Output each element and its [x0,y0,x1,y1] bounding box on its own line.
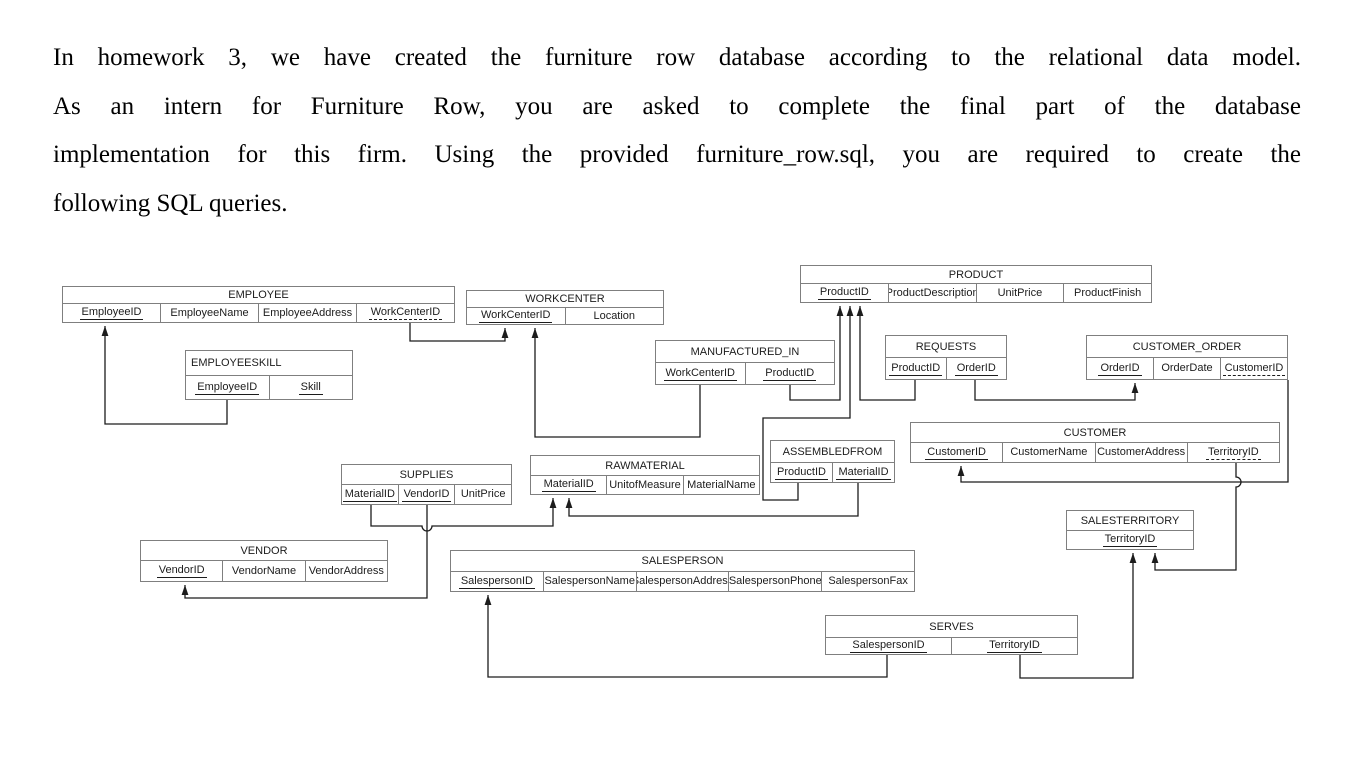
table-columns-row: WorkCenterID ProductID [656,363,834,384]
table-title: CUSTOMER [911,423,1279,443]
table-title: REQUESTS [886,336,1006,358]
column-salespersonaddress: SalespersonAddress [637,572,730,591]
table-columns-row: SalespersonID TerritoryID [826,638,1077,654]
column-productid: ProductID [771,463,833,482]
table-title: VENDOR [141,541,387,561]
intro-paragraph: In homework 3, we have created the furni… [53,34,1301,228]
column-unitprice: UnitPrice [460,488,506,500]
table-columns-row: TerritoryID [1067,531,1193,549]
table-title: EMPLOYEESKILL [186,351,352,376]
column-salespersonname: SalespersonName [544,572,637,591]
table-title: ASSEMBLEDFROM [771,441,894,463]
column-vendorid: VendorID [141,561,224,581]
relationship-requests-orderid-to-customer_order-orderid [974,380,1139,401]
column-territoryid: TerritoryID [1206,445,1261,460]
table-title: RAWMATERIAL [531,456,759,476]
intro-line: following SQL queries. [53,189,288,217]
column-customername: CustomerName [1003,443,1096,462]
column-productfinish: ProductFinish [1073,286,1142,299]
column-skill: Skill [298,380,323,395]
table-title: SUPPLIES [342,465,511,485]
column-materialname: MaterialName [687,478,756,491]
column-orderid: OrderID [954,361,998,376]
column-employeename: EmployeeName [161,304,259,322]
table-title: SALESPERSON [451,551,914,572]
table-title: SERVES [826,616,1077,638]
column-customerid: CustomerID [911,443,1004,462]
column-orderid: OrderID [1087,358,1154,379]
column-employeeaddress: EmployeeAddress [259,304,357,322]
table-columns-row: WorkCenterID Location [467,308,663,324]
column-salespersonid: SalespersonID [826,638,952,654]
column-salespersonfax: SalespersonFax [828,575,908,587]
intro-line: As an intern for Furniture Row, you are … [53,92,1301,120]
column-customeraddress: CustomerAddress [1096,443,1188,462]
table-title: WORKCENTER [467,291,663,308]
column-employeeid: EmployeeID [186,376,270,399]
table-title: EMPLOYEE [63,287,454,304]
column-workcenterid: WorkCenterID [656,363,746,384]
table-columns-row: EmployeeID Skill [186,376,352,399]
column-productid: ProductID [801,284,889,302]
column-workcenterid: WorkCenterID [368,306,443,320]
column-territoryid: TerritoryID [987,639,1042,653]
column-employeeid: EmployeeID [63,304,161,322]
column-customerid: CustomerID [1222,361,1286,376]
column-productid: ProductID [763,366,817,381]
column-vendorname: VendorName [223,561,306,581]
table-title: SALESTERRITORY [1067,511,1193,531]
column-orderdate: OrderDate [1154,358,1221,379]
column-vendoraddress: VendorAddress [308,564,384,577]
intro-line: In homework 3, we have created the furni… [53,44,1301,71]
column-location: Location [593,309,636,322]
column-unitprice: UnitPrice [977,284,1065,302]
table-title: PRODUCT [801,266,1151,284]
intro-line: implementation for this firm. Using the … [53,141,1301,168]
column-materialid: MaterialID [531,476,608,494]
column-unitofmeasure: UnitofMeasure [607,476,684,494]
column-workcenterid: WorkCenterID [467,308,566,324]
column-productdescription: ProductDescription [889,284,977,302]
column-productid: ProductID [886,358,947,379]
column-materialid: MaterialID [342,485,399,504]
table-title: MANUFACTURED_IN [656,341,834,363]
column-salespersonid: SalespersonID [451,572,544,591]
column-salespersonphone: SalespersonPhone [729,572,823,591]
table-columns-row: ProductID OrderID [886,358,1006,379]
column-materialid: MaterialID [836,465,891,480]
column-territoryid: TerritoryID [1102,533,1158,547]
column-vendorid: VendorID [399,485,456,504]
table-title: CUSTOMER_ORDER [1087,336,1287,358]
entity-table-salesterritory: SALESTERRITORY TerritoryID [1066,510,1194,550]
